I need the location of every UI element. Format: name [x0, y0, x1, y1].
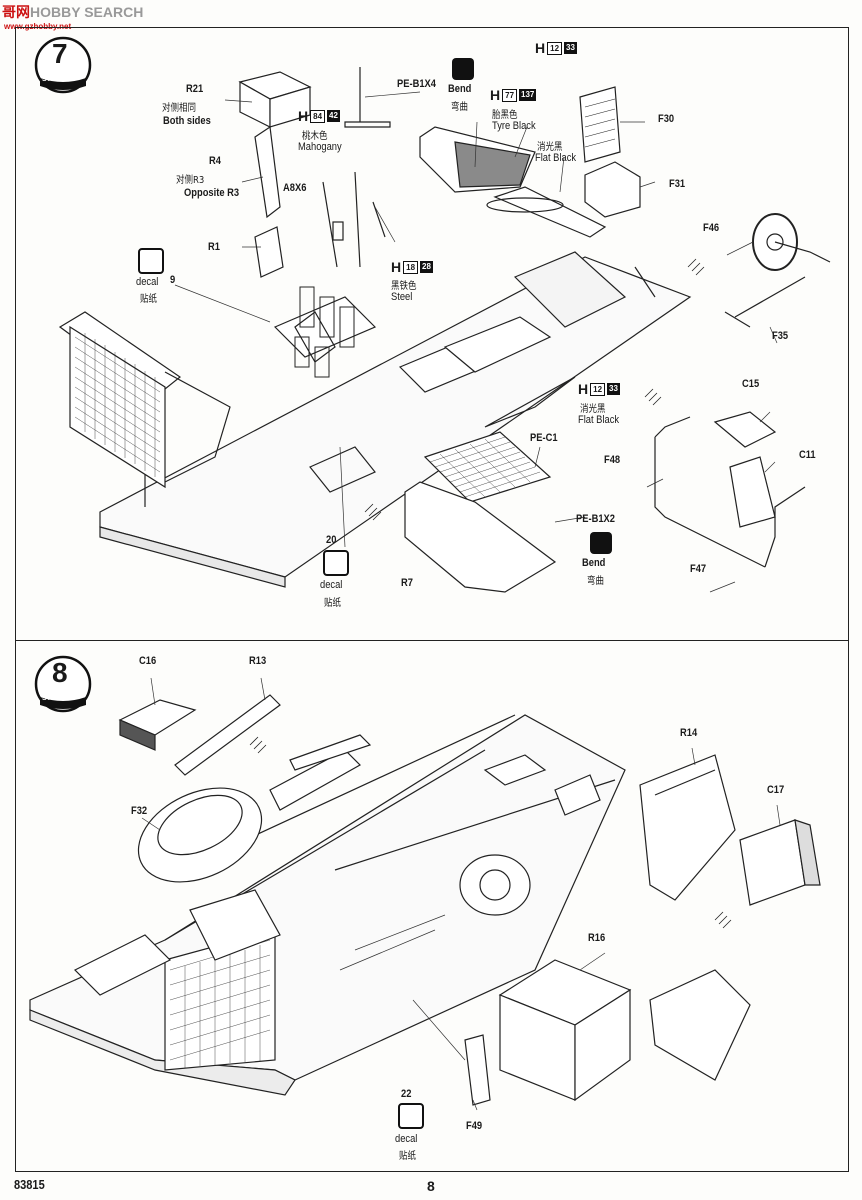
decal-icon — [138, 248, 164, 274]
label-a8x6: A8X6 — [283, 182, 307, 194]
label-r16: R16 — [588, 932, 606, 944]
label-tyre-en: Tyre Black — [492, 120, 536, 132]
page-number: 8 — [427, 1178, 435, 1194]
label-f31: F31 — [669, 178, 686, 190]
watermark-url: www.gzhobby.net — [4, 22, 72, 31]
label-decal-number-20: 20 — [326, 534, 337, 546]
label-f30: F30 — [658, 113, 675, 125]
step8-illustration — [29, 677, 821, 1111]
label-steel-en: Steel — [391, 291, 413, 303]
step8-badge: 8 STEP — [34, 655, 92, 713]
label-flatblack-cn-top: 消光黑 — [537, 142, 563, 153]
label-tyre-cn: 胎黑色 — [492, 110, 518, 121]
label-f47: F47 — [690, 563, 707, 575]
label-c15: C15 — [742, 378, 760, 390]
label-r13: R13 — [249, 655, 267, 667]
label-r4-en: Opposite R3 — [184, 187, 240, 199]
bend-icon — [590, 532, 612, 554]
label-r7: R7 — [401, 577, 413, 589]
label-steel-cn: 黑铁色 — [391, 281, 417, 292]
label-r4: R4 — [209, 155, 221, 167]
label-pe-c1: PE-C1 — [530, 432, 558, 444]
label-bend-2: Bend — [582, 557, 606, 569]
label-r4-cn: 对侧R3 — [176, 175, 205, 186]
label-c17: C17 — [767, 784, 785, 796]
label-mahogany-cn: 桃木色 — [302, 131, 328, 142]
label-r21-cn: 对侧相同 — [162, 103, 196, 114]
label-decal-7b: decal — [320, 579, 343, 591]
label-flatblack-cn: 消光黑 — [580, 404, 606, 415]
step8-number: 8 — [52, 657, 68, 688]
label-decal-cn-7b: 贴纸 — [324, 598, 341, 609]
label-decal-number-22: 22 — [401, 1088, 412, 1100]
label-bend: Bend — [448, 83, 472, 95]
label-c16: C16 — [139, 655, 157, 667]
label-f32: F32 — [131, 805, 148, 817]
label-r21-en: Both sides — [163, 115, 211, 127]
label-decal-cn-8: 贴纸 — [399, 1151, 416, 1162]
label-decal-7a: decal — [136, 276, 159, 288]
label-f49: F49 — [466, 1120, 483, 1132]
label-flatblack-en-top: Flat Black — [535, 152, 577, 164]
label-r14: R14 — [680, 727, 698, 739]
watermark-logo: 哥网HOBBY SEARCH — [2, 4, 144, 20]
label-f35: F35 — [772, 330, 789, 342]
step7-illustration — [58, 67, 831, 593]
step8-word: STEP — [42, 695, 61, 702]
label-pe-b1x2: PE-B1X2 — [576, 513, 615, 525]
label-r21: R21 — [186, 83, 204, 95]
footer-code: 83815 — [14, 1177, 45, 1192]
label-mahogany-en: Mahogany — [298, 141, 342, 153]
step7-word: STEP — [42, 76, 61, 83]
label-flatblack-en: Flat Black — [578, 414, 620, 426]
step8-panel — [15, 640, 849, 1172]
label-c11: C11 — [799, 449, 816, 461]
label-decal-number-9: 9 — [170, 274, 176, 286]
label-decal-cn-7a: 贴纸 — [140, 294, 157, 305]
bend-icon — [452, 58, 474, 80]
decal-icon — [323, 550, 349, 576]
decal-icon — [398, 1103, 424, 1129]
label-r1: R1 — [208, 241, 220, 253]
step7-badge: 7 STEP — [34, 36, 92, 94]
label-bend-cn: 弯曲 — [451, 102, 468, 113]
step7-number: 7 — [52, 38, 68, 69]
label-bend-cn-2: 弯曲 — [587, 576, 604, 587]
label-decal-8: decal — [395, 1133, 418, 1145]
label-pe-b1x4: PE-B1X4 — [397, 78, 436, 90]
label-f48: F48 — [604, 454, 621, 466]
label-f46: F46 — [703, 222, 720, 234]
